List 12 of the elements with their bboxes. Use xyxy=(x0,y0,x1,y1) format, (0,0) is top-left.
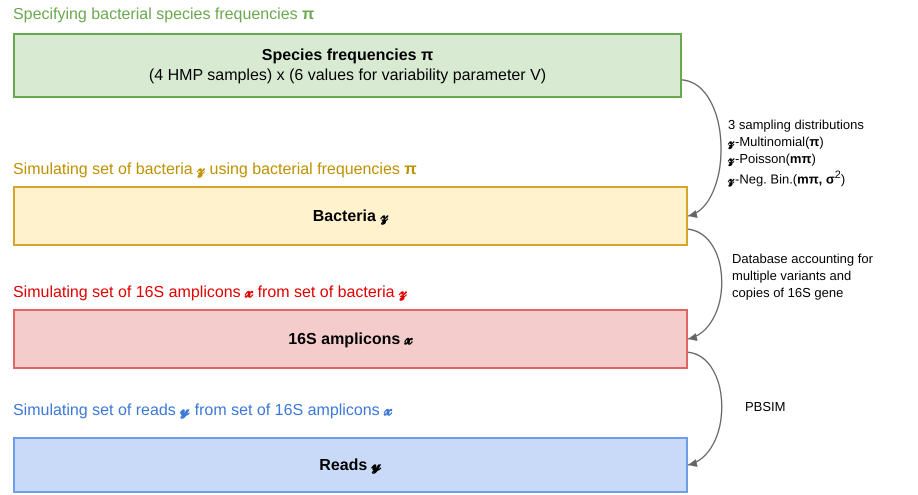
curved-arrow xyxy=(682,79,722,217)
box-description: (4 HMP samples) x (6 values for variability parameter V) xyxy=(148,66,546,84)
curved-arrow xyxy=(688,228,722,340)
box-title: Species frequencies π xyxy=(262,46,434,64)
box-title: 16S amplicons 𝔁 xyxy=(288,330,413,348)
section-heading: Simulating set of reads 𝔂 from set of 16S amplicons 𝔁 xyxy=(13,401,392,420)
section-heading: Simulating set of 16S amplicons 𝔁 from set of bacteria 𝔃 xyxy=(13,283,407,302)
section-heading: Specifying bacterial species frequencies π xyxy=(13,6,314,24)
curved-arrow xyxy=(688,352,722,466)
section-heading: Simulating set of bacteria 𝔃 using bacterial frequencies π xyxy=(13,160,417,179)
box-title: Bacteria 𝔃 xyxy=(312,206,388,226)
box-title: Reads 𝔂 xyxy=(319,456,382,474)
